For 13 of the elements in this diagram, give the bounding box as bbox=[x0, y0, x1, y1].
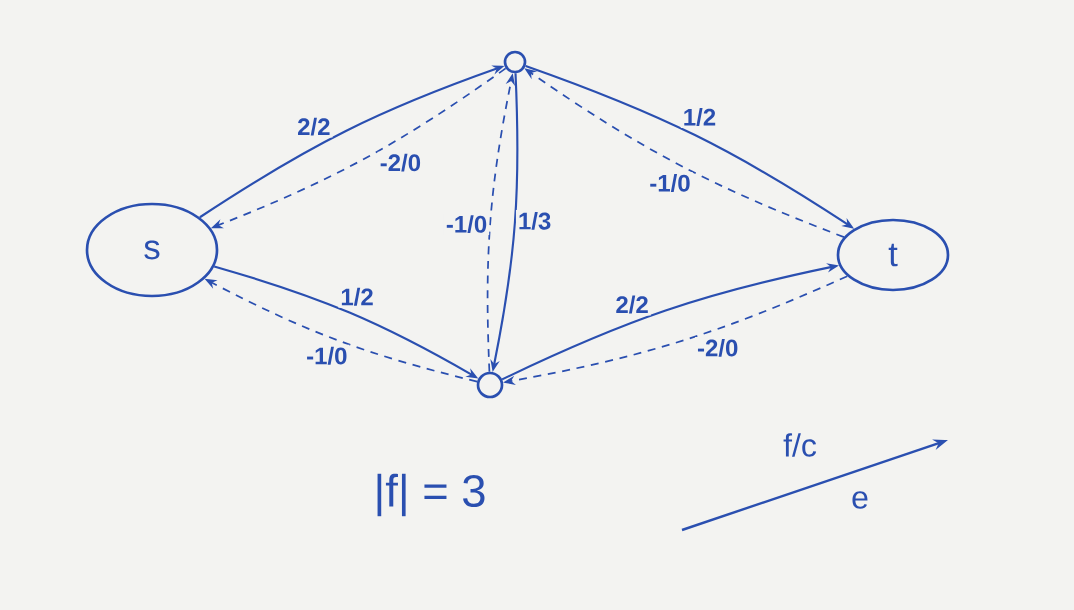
edge-label: -1/0 bbox=[443, 213, 490, 236]
annotation-text: e bbox=[852, 491, 868, 509]
edge-label: -2/0 bbox=[695, 336, 741, 359]
edge-label: 2/2 bbox=[295, 115, 333, 138]
annotation-text: |f| = 3 bbox=[377, 473, 485, 517]
edge-label: 1/2 bbox=[680, 106, 719, 128]
annotation-text: f/c bbox=[783, 433, 817, 457]
node-circle bbox=[503, 50, 527, 74]
node-circle bbox=[476, 371, 504, 399]
edge-label: -1/0 bbox=[647, 172, 693, 194]
edge-label: 2/2 bbox=[613, 293, 651, 316]
edge-label: 1/2 bbox=[338, 285, 376, 308]
edge-label: -1/0 bbox=[304, 344, 350, 367]
